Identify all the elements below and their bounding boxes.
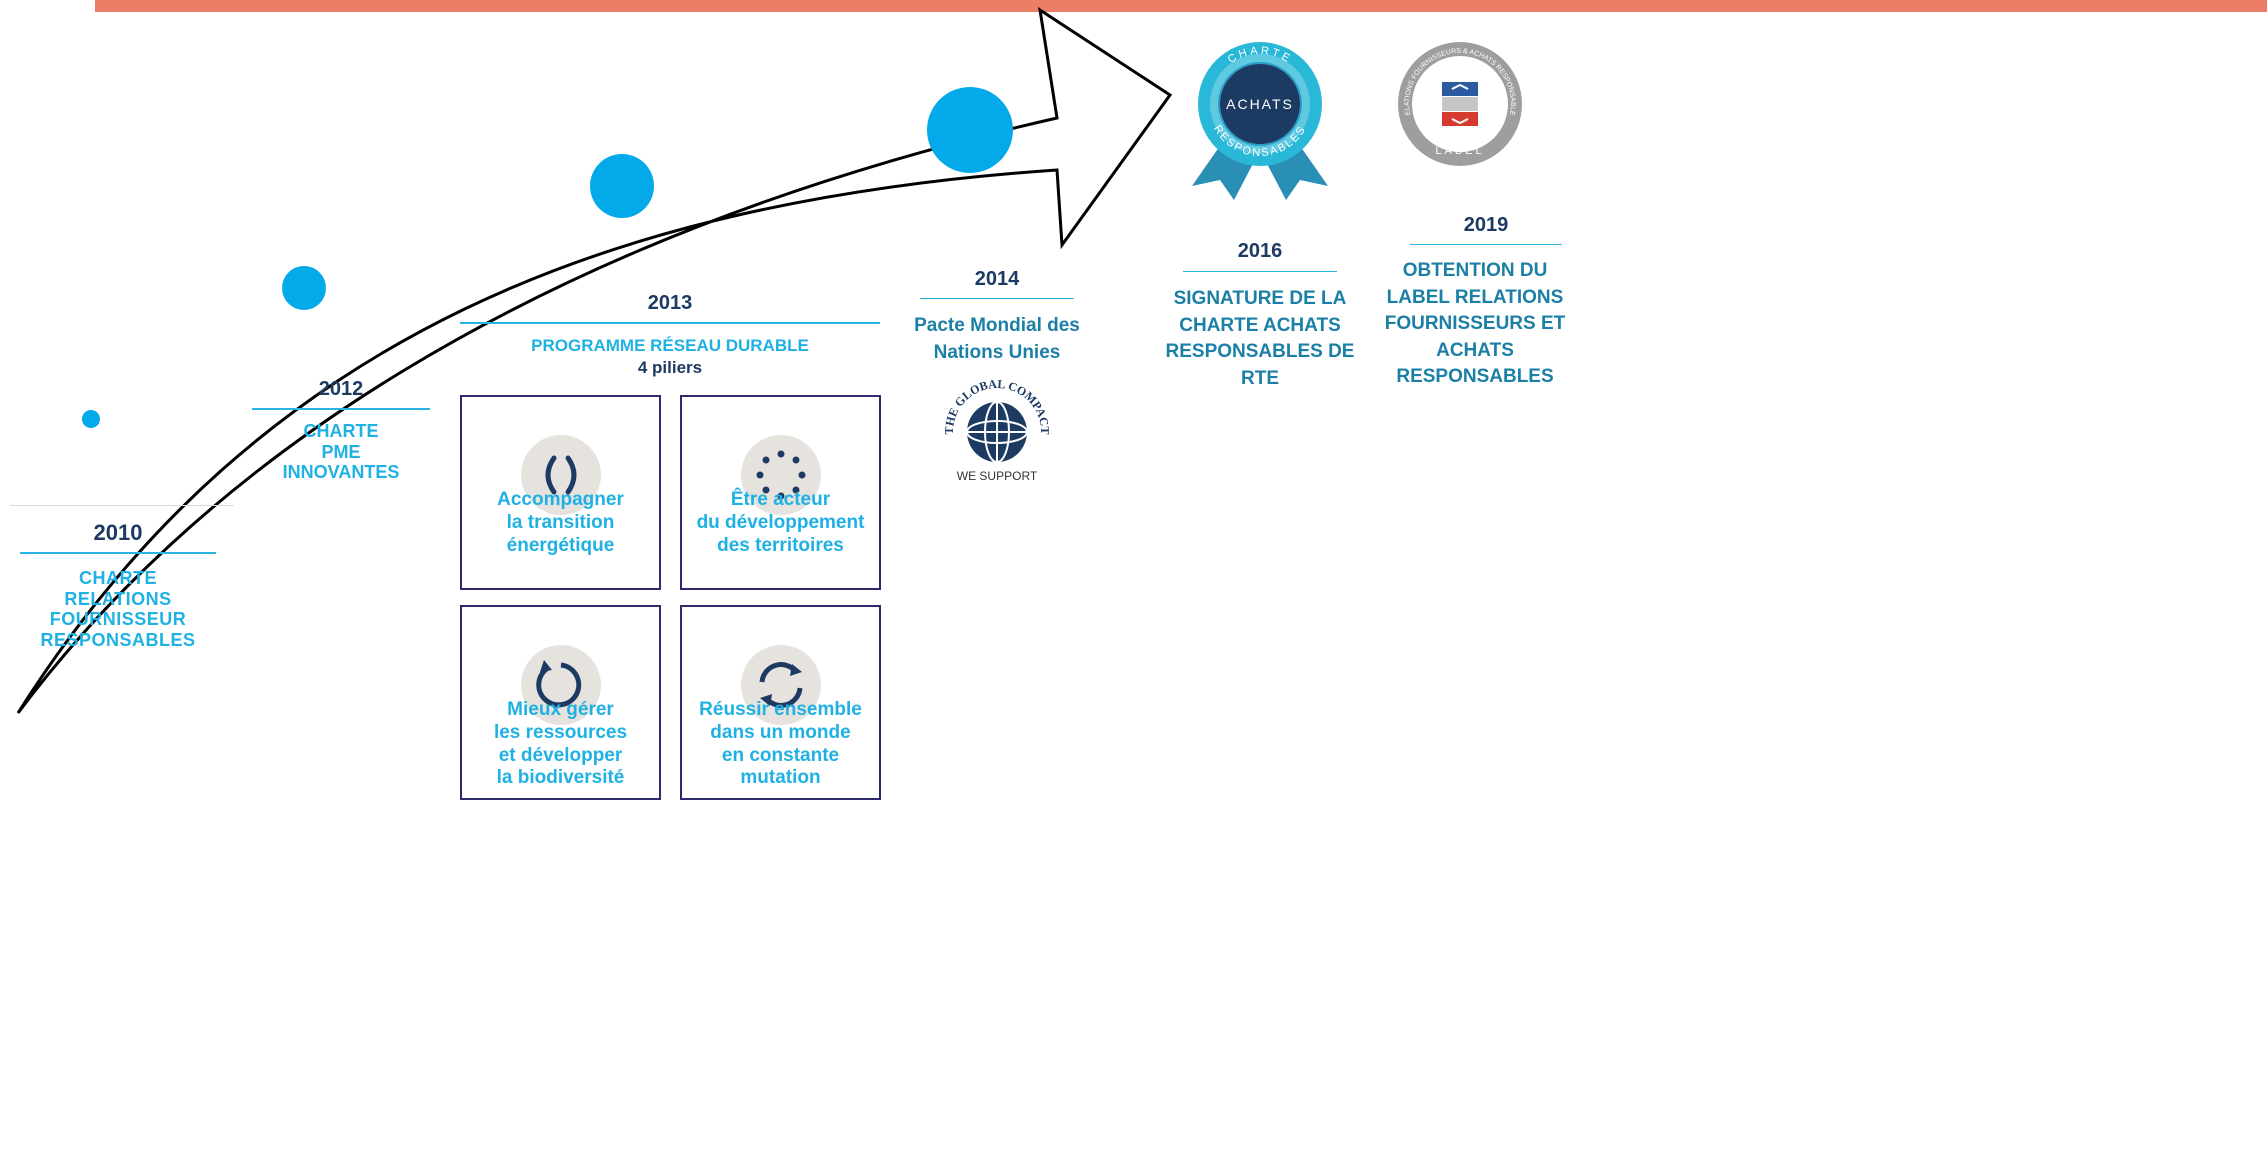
milestone-2010-text: CHARTE RELATIONS FOURNISSEUR RESPONSABLE… bbox=[40, 568, 196, 651]
label-badge-bottom: LABEL bbox=[1435, 145, 1484, 157]
timeline-dot-2012 bbox=[282, 266, 326, 310]
timeline-dot-2014 bbox=[927, 87, 1013, 173]
milestone-2019-text: OBTENTION DU LABEL RELATIONS FOURNISSEUR… bbox=[1384, 260, 1566, 388]
year-2012: 2012 bbox=[318, 378, 364, 400]
year-2013: 2013 bbox=[647, 292, 693, 314]
year-rule-2014 bbox=[920, 298, 1074, 299]
dots-circle-icon bbox=[740, 435, 821, 515]
year-2014: 2014 bbox=[974, 268, 1020, 290]
top-accent-bar bbox=[95, 0, 2267, 12]
charte-achats-badge: CHARTE RESPONSABLES ACHATS bbox=[1192, 42, 1328, 200]
badge-center: ACHATS bbox=[1226, 96, 1294, 112]
global-compact-support: WE SUPPORT bbox=[957, 469, 1038, 483]
pillar-card-territories: Être acteur du développement des territo… bbox=[680, 395, 881, 590]
pillar-card-together: Réussir ensemble dans un monde en consta… bbox=[680, 605, 881, 800]
year-2019: 2019 bbox=[1463, 214, 1509, 236]
refresh-icon bbox=[740, 645, 821, 725]
milestone-2016-text: SIGNATURE DE LA CHARTE ACHATS RESPONSABL… bbox=[1165, 288, 1355, 389]
label-relations-badge: RELATIONS FOURNISSEURS & ACHATS RESPONSA… bbox=[1394, 38, 1522, 166]
milestone-2012-text: CHARTE PME INNOVANTES bbox=[282, 421, 400, 483]
year-rule-2013 bbox=[460, 322, 880, 324]
program-subtitle: 4 piliers bbox=[637, 358, 703, 377]
year-2016: 2016 bbox=[1237, 240, 1283, 262]
timeline-dot-2013 bbox=[590, 154, 654, 218]
year-2010: 2010 bbox=[93, 520, 143, 545]
milestone-2014-text: Pacte Mondial des Nations Unies bbox=[914, 315, 1080, 363]
parentheses-icon bbox=[520, 435, 601, 515]
year-rule-2016 bbox=[1183, 271, 1337, 272]
pillar-card-energy: Accompagner la transition énergétique bbox=[460, 395, 661, 590]
pillar-label: Accompagner la transition énergétique bbox=[497, 489, 624, 556]
year-rule-2010 bbox=[20, 552, 216, 554]
pillar-label: Être acteur du développement des territo… bbox=[696, 489, 865, 556]
circular-arrow-icon bbox=[520, 645, 601, 725]
program-title: PROGRAMME RÉSEAU DURABLE bbox=[531, 336, 809, 355]
pillar-label: Mieux gérer les ressources et développer… bbox=[493, 699, 628, 789]
pillar-label: Réussir ensemble dans un monde en consta… bbox=[699, 699, 862, 789]
divider bbox=[10, 505, 234, 506]
year-rule-2012 bbox=[252, 408, 430, 410]
global-compact-logo: THE GLOBAL COMPACT WE SUPPORT bbox=[942, 377, 1052, 483]
timeline-dot-2010 bbox=[82, 410, 100, 428]
pillar-card-resources: Mieux gérer les ressources et développer… bbox=[460, 605, 661, 800]
year-rule-2019 bbox=[1410, 244, 1562, 245]
